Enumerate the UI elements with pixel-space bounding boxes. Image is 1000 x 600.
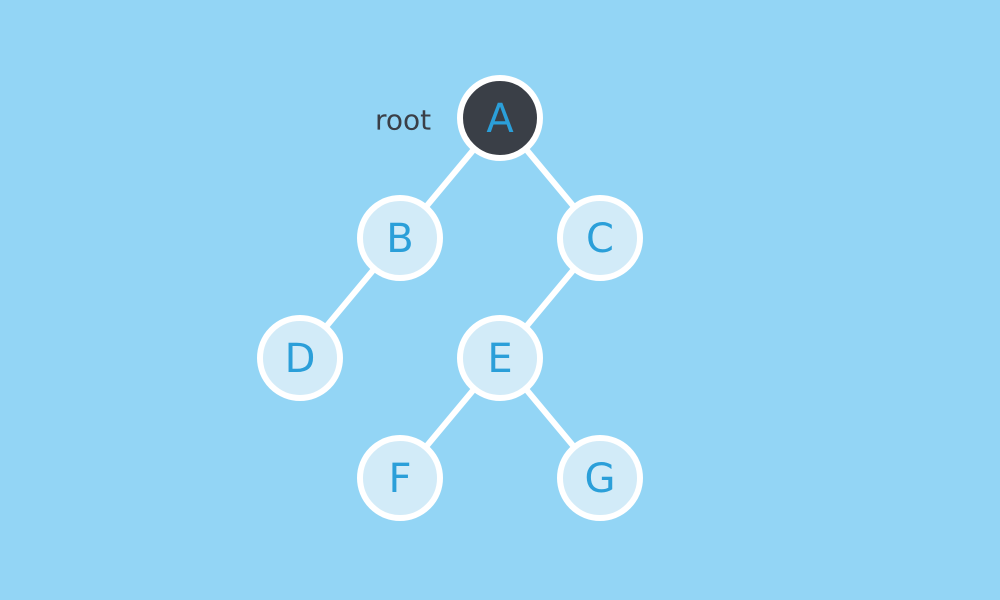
node-label-c: C [586, 216, 614, 262]
tree-node-f: F [357, 435, 443, 521]
tree-node-g: G [557, 435, 643, 521]
tree-node-d: D [257, 315, 343, 401]
tree-node-e: E [457, 315, 543, 401]
node-label-d: D [285, 336, 316, 382]
root-annotation: root [375, 104, 431, 137]
node-circle-e [457, 315, 543, 401]
node-label-g: G [585, 456, 616, 502]
node-circle-f [357, 435, 443, 521]
node-circle-a [457, 75, 543, 161]
node-circle-c [557, 195, 643, 281]
node-circle-b [357, 195, 443, 281]
node-label-a: A [486, 96, 514, 142]
node-label-b: B [386, 216, 413, 262]
node-label-e: E [487, 336, 512, 382]
tree-node-a: A [457, 75, 543, 161]
edges-layer [297, 115, 603, 481]
tree-node-c: C [557, 195, 643, 281]
node-label-f: F [388, 456, 411, 502]
node-circle-g [557, 435, 643, 521]
nodes-layer: A B C D E F G [257, 75, 643, 521]
node-circle-d [257, 315, 343, 401]
tree-node-b: B [357, 195, 443, 281]
